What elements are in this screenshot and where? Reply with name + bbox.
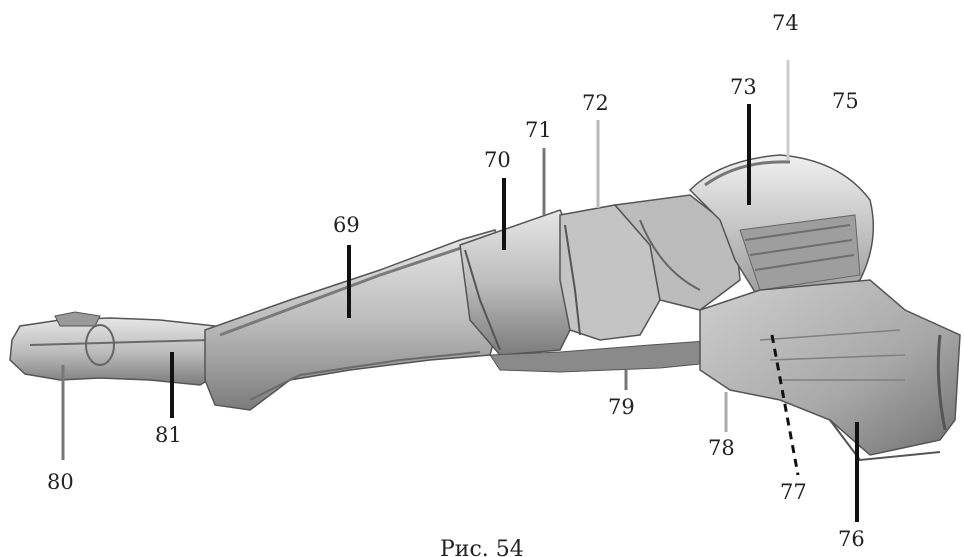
figure-caption: Рис. 54 xyxy=(440,537,524,557)
label-78: 78 xyxy=(708,436,735,460)
label-74: 74 xyxy=(772,11,799,35)
label-71: 71 xyxy=(525,118,552,142)
label-73: 73 xyxy=(730,75,757,99)
cuneiform-bones xyxy=(460,205,660,355)
metatarsal-bone xyxy=(205,230,505,410)
label-72: 72 xyxy=(582,91,609,115)
label-77: 77 xyxy=(780,480,807,504)
calcaneus-bone xyxy=(700,280,960,460)
label-79: 79 xyxy=(608,395,635,419)
label-80: 80 xyxy=(47,470,74,494)
label-76: 76 xyxy=(838,527,865,551)
label-70: 70 xyxy=(484,148,511,172)
label-69: 69 xyxy=(333,213,360,237)
label-81: 81 xyxy=(155,423,182,447)
toe-phalanges xyxy=(10,312,235,385)
label-75: 75 xyxy=(832,89,859,113)
